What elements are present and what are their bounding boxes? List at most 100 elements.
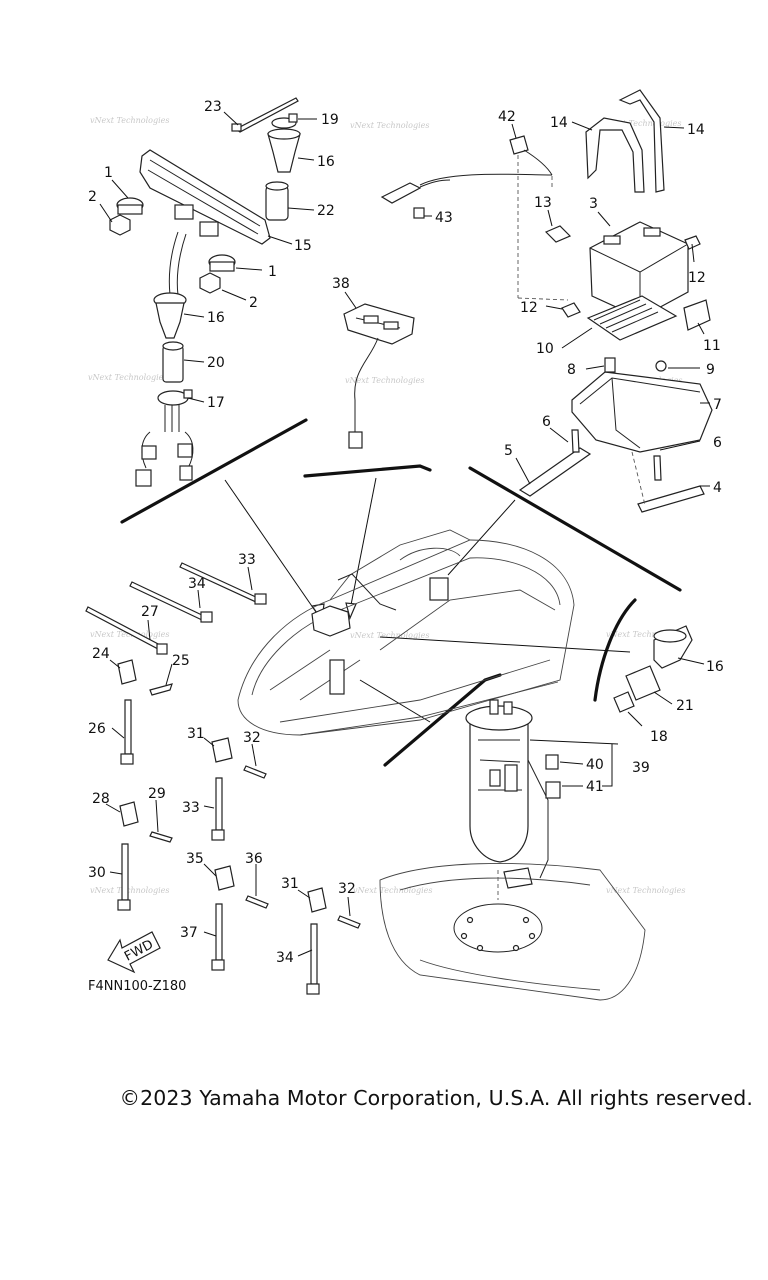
battery-terminal — [603, 235, 621, 245]
grommet-body-1 — [209, 261, 235, 272]
callout-27: 27 — [141, 604, 159, 620]
clip-part-35 — [214, 865, 235, 891]
callout-34: 34 — [188, 576, 206, 592]
tie-head — [211, 829, 225, 841]
fwd-arrow-icon — [107, 931, 161, 974]
pad-part-12 — [561, 302, 581, 318]
callout-12: 12 — [688, 270, 706, 286]
callout-24: 24 — [92, 646, 110, 662]
switch-assembly — [343, 303, 415, 449]
tie-head — [211, 959, 225, 971]
bolt-hole — [512, 944, 520, 952]
callout-5: 5 — [504, 443, 513, 459]
bolt-hole — [476, 944, 484, 952]
watermark: vNext Technologies — [606, 886, 685, 895]
watermark: vNext Technologies — [88, 373, 167, 382]
lead-connector — [380, 182, 422, 204]
bolt-part-43 — [413, 207, 425, 219]
clamps-and-ties: FWD F4NN100-Z180 — [85, 562, 361, 995]
pump-sensor — [489, 769, 501, 787]
watermark: vNext Technologies — [353, 886, 432, 895]
watermark: vNext Technologies — [90, 886, 169, 895]
battery-box-part-7 — [571, 371, 713, 453]
pump-sensor — [504, 764, 518, 792]
callout-31: 31 — [281, 876, 299, 892]
meter-connector — [199, 221, 219, 237]
bolt-hole — [460, 932, 468, 940]
callout-31: 31 — [187, 726, 205, 742]
tie-head — [306, 983, 320, 995]
watermark: vNext Technologies — [606, 630, 685, 639]
callout-16: 16 — [207, 310, 225, 326]
bolt-part-6 — [653, 455, 662, 481]
clip-part-31 — [307, 887, 327, 913]
callout-28: 28 — [92, 791, 110, 807]
connector-part-41 — [545, 781, 561, 799]
connector — [141, 445, 157, 460]
pad-part-12 — [684, 235, 701, 250]
callout-leaders — [99, 111, 710, 957]
sleeve-top — [265, 181, 289, 191]
callout-32: 32 — [338, 881, 356, 897]
callout-35: 35 — [186, 851, 204, 867]
connector — [135, 469, 152, 487]
watermark: vNext Technologies — [602, 119, 681, 128]
callout-26: 26 — [88, 721, 106, 737]
clip-part-28 — [119, 801, 139, 827]
callout-2: 2 — [88, 189, 97, 205]
handlebar-area — [311, 605, 351, 637]
nut-part-9 — [655, 360, 667, 372]
watercraft-hull — [237, 529, 575, 736]
bolt-part-8 — [604, 357, 616, 373]
callout-34: 34 — [276, 950, 294, 966]
callout-12: 12 — [520, 300, 538, 316]
callout-4: 4 — [713, 480, 722, 496]
grommet-part-16-top — [267, 133, 301, 173]
sleeve-part-21 — [625, 665, 661, 701]
grommet-body-16 — [155, 302, 185, 339]
watermark: vNext Technologies — [350, 631, 429, 640]
copyright-notice: ©2023 Yamaha Motor Corporation, U.S.A. A… — [119, 1086, 753, 1110]
tie-head-23 — [231, 123, 242, 132]
bolt-hole — [528, 932, 536, 940]
callout-22: 22 — [317, 203, 335, 219]
callout-33: 33 — [238, 552, 256, 568]
callout-36: 36 — [245, 851, 263, 867]
connector-part-40 — [545, 754, 559, 770]
switch-button — [383, 321, 399, 330]
callout-18: 18 — [650, 729, 668, 745]
meter-assembly — [109, 97, 301, 487]
grommet-rim — [653, 629, 687, 643]
pin-part-32 — [337, 915, 361, 929]
watermark: vNext Technologies — [350, 121, 429, 130]
tie-strap-part-30 — [121, 843, 129, 901]
callout-8: 8 — [567, 362, 576, 378]
switch-part-38 — [343, 303, 415, 345]
battery-assembly — [380, 89, 713, 513]
pin-part-29 — [149, 831, 173, 843]
bolt-part-6 — [571, 429, 580, 453]
pump-top — [465, 705, 533, 731]
callout-21: 21 — [676, 698, 694, 714]
sleeve-top-20 — [162, 341, 184, 351]
clamp-part-18 — [613, 691, 635, 713]
callout-11: 11 — [703, 338, 721, 354]
fuel-filler — [329, 659, 345, 695]
battery-location — [429, 577, 449, 601]
callout-9: 9 — [706, 362, 715, 378]
callout-14: 14 — [550, 115, 568, 131]
callout-7: 7 — [713, 397, 722, 413]
tie-head — [200, 611, 213, 623]
callout-6: 6 — [542, 414, 551, 430]
callout-10: 10 — [536, 341, 554, 357]
pin-part-32 — [243, 765, 267, 779]
callout-6: 6 — [713, 435, 722, 451]
tie-strap-part-37 — [215, 903, 223, 961]
callout-14: 14 — [687, 122, 705, 138]
grommet-rim — [267, 128, 301, 140]
callout-42: 42 — [498, 109, 516, 125]
mat-part-10 — [586, 295, 678, 341]
callout-30: 30 — [88, 865, 106, 881]
battery-terminal — [643, 227, 661, 237]
callout-numbers: 23 19 16 22 15 1 2 1 2 16 20 17 38 42 43… — [88, 99, 724, 966]
